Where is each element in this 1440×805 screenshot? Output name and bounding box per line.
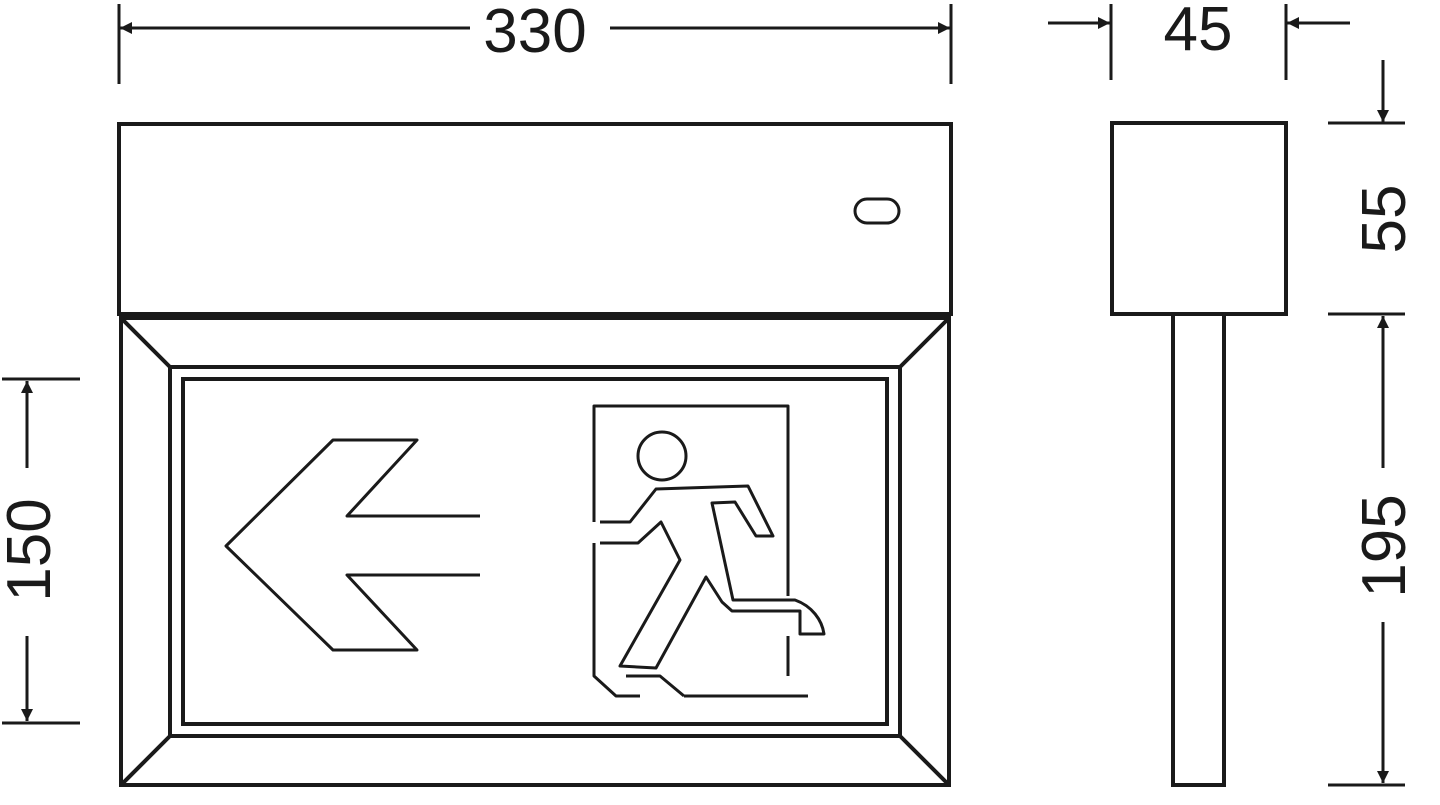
dimension-depth-label: 45 [1164, 0, 1233, 64]
dimension-sign-height-label: 150 [0, 498, 64, 601]
side-view [1110, 121, 1288, 787]
dimension-top-box-height-label: 55 [1350, 185, 1419, 254]
dimension-width-label: 330 [483, 0, 586, 66]
side-sign-panel [1171, 312, 1226, 787]
front-view [117, 122, 953, 787]
dimension-depth: 45 [1048, 0, 1350, 80]
dimension-sign-height: 150 [0, 377, 80, 725]
sign-frame [119, 316, 951, 787]
dimension-bottom-height-label: 195 [1350, 494, 1419, 597]
dimension-width: 330 [117, 0, 953, 84]
indicator-led [853, 197, 901, 225]
front-housing-box [117, 122, 953, 316]
running-man-exit-icon [592, 404, 826, 698]
left-arrow-icon [224, 438, 480, 652]
dimension-top-box-height: 55 [1328, 60, 1419, 316]
side-housing-box [1110, 121, 1288, 316]
dimension-bottom-height: 195 [1328, 316, 1419, 787]
sign-panel [181, 377, 889, 726]
